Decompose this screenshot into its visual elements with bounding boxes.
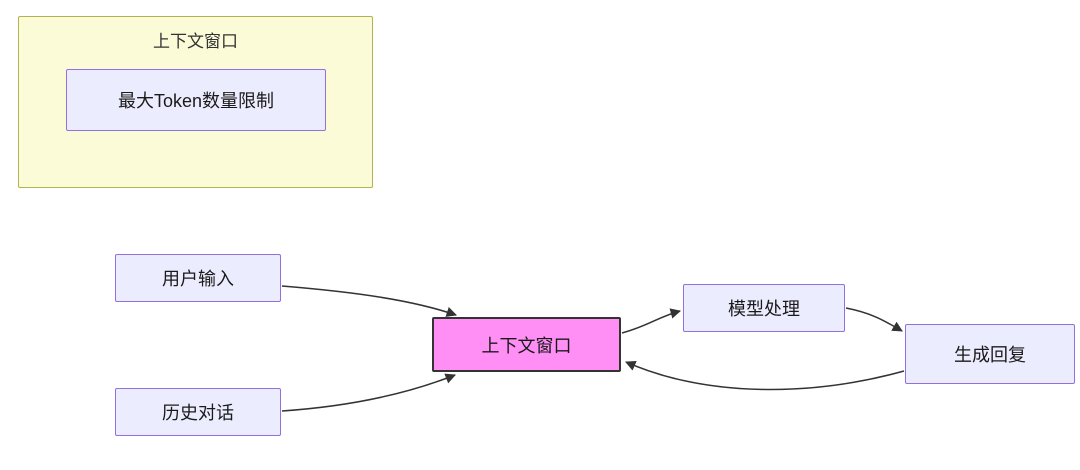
edge-history-to-context-window <box>281 373 456 412</box>
node-model-processing: 模型处理 <box>683 284 845 332</box>
edge-model-to-reply <box>845 307 903 332</box>
node-user-input: 用户输入 <box>115 254 281 302</box>
node-history-dialogue: 历史对话 <box>115 388 281 436</box>
node-max-token-limit: 最大Token数量限制 <box>66 69 326 131</box>
edge-reply-to-context-window <box>625 360 905 391</box>
edge-user-input-to-context-window <box>281 285 457 317</box>
node-generate-reply: 生成回复 <box>905 324 1075 384</box>
subgraph-title: 上下文窗口 <box>153 32 238 51</box>
node-context-window: 上下文窗口 <box>432 317 621 372</box>
subgraph-context-window: 上下文窗口 最大Token数量限制 <box>18 16 373 188</box>
edge-context-window-to-model <box>621 308 682 334</box>
